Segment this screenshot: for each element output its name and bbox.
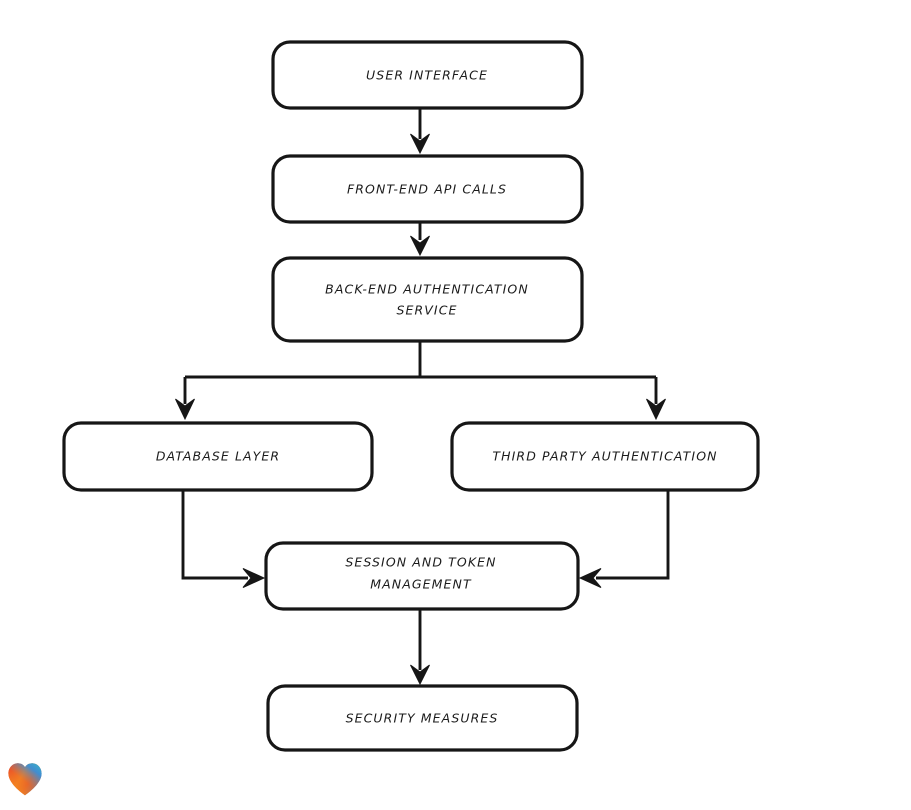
node-database-layer-box[interactable]	[62, 421, 374, 492]
node-back-end-auth-service-label-line1: BACK-END AUTHENTICATION	[325, 282, 529, 297]
edge-database-layer-to-session-token-mgmt	[181, 490, 266, 588]
edge-back-end-auth-service-split-bus	[185, 341, 656, 379]
edge-back-end-auth-service-to-database-layer	[175, 377, 195, 421]
node-session-token-mgmt[interactable]: SESSION AND TOKEN MANAGEMENT	[264, 541, 580, 611]
connector-layer	[175, 108, 670, 686]
node-front-end-api-calls-label: FRONT-END API CALLS	[347, 182, 507, 197]
node-user-interface-label: USER INTERFACE	[366, 68, 488, 83]
edge-user-interface-to-front-end-api-calls	[410, 108, 430, 155]
node-security-measures-box[interactable]	[266, 684, 579, 752]
node-security-measures-label: SECURITY MEASURES	[346, 711, 499, 726]
node-third-party-auth-label: THIRD PARTY AUTHENTICATION	[492, 449, 717, 464]
node-session-token-mgmt-label-line1: SESSION AND TOKEN	[345, 555, 496, 570]
node-third-party-auth-box[interactable]	[450, 421, 760, 492]
node-back-end-auth-service-label-line2: SERVICE	[396, 303, 457, 318]
node-database-layer-label: DATABASE LAYER	[156, 449, 280, 464]
edge-session-token-mgmt-to-security-measures	[410, 609, 430, 686]
edge-front-end-api-calls-to-back-end-auth-service	[410, 222, 430, 257]
node-session-token-mgmt-box[interactable]	[264, 541, 580, 611]
node-layer: USER INTERFACE FRONT-END API CALLS BACK-…	[62, 40, 760, 752]
node-back-end-auth-service[interactable]: BACK-END AUTHENTICATION SERVICE	[271, 256, 584, 343]
node-database-layer[interactable]: DATABASE LAYER	[62, 421, 374, 492]
node-front-end-api-calls[interactable]: FRONT-END API CALLS	[271, 154, 584, 224]
node-session-token-mgmt-label-line2: MANAGEMENT	[370, 577, 472, 592]
node-front-end-api-calls-box[interactable]	[271, 154, 584, 224]
node-back-end-auth-service-box[interactable]	[271, 256, 584, 343]
node-user-interface[interactable]: USER INTERFACE	[271, 40, 584, 110]
node-security-measures[interactable]: SECURITY MEASURES	[266, 684, 579, 752]
heart-shape-overlay	[8, 763, 42, 796]
node-user-interface-box[interactable]	[271, 40, 584, 110]
heart-logo-icon	[8, 763, 42, 796]
edge-third-party-auth-to-session-token-mgmt	[578, 490, 670, 588]
edge-back-end-auth-service-to-third-party-auth	[646, 377, 666, 421]
node-third-party-auth[interactable]: THIRD PARTY AUTHENTICATION	[450, 421, 760, 492]
